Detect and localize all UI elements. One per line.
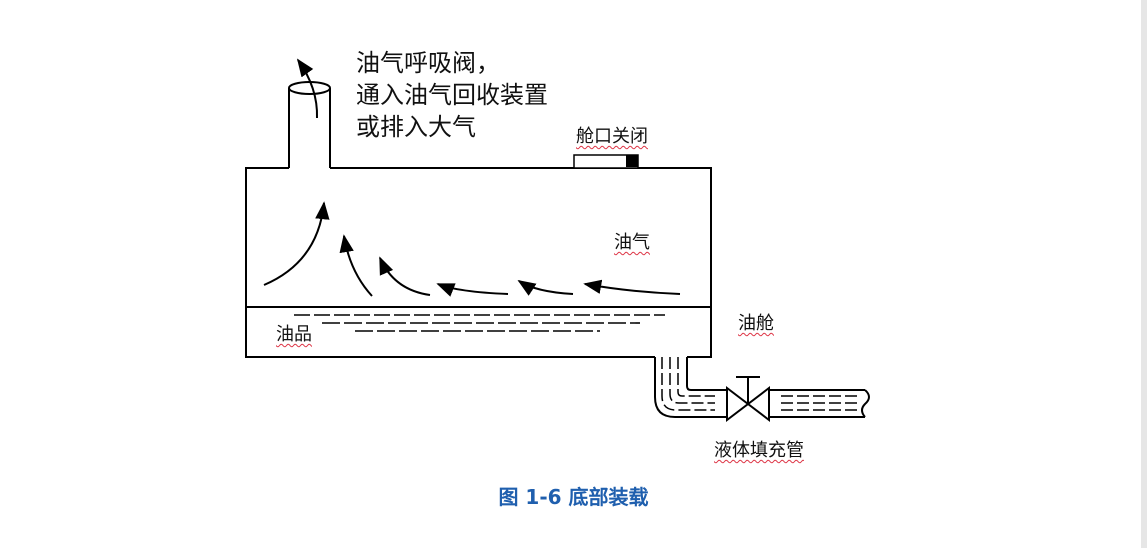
hatch xyxy=(573,154,639,169)
vent-pipe xyxy=(288,58,331,168)
valve xyxy=(726,376,770,423)
hatch-closed-label: 舱口关闭 xyxy=(576,126,648,147)
fill-pipe xyxy=(654,357,870,418)
figure-caption: 图 1-6 底部装载 xyxy=(498,485,649,509)
vent-note-line-3: 或排入大气 xyxy=(356,113,476,141)
tank-label: 油舱 xyxy=(738,313,774,334)
fill-pipe-label: 液体填充管 xyxy=(714,440,804,461)
page-edge xyxy=(1141,0,1147,548)
vent-note-line-2: 通入油气回收装置 xyxy=(356,81,548,109)
vapor-label: 油气 xyxy=(614,232,650,253)
vent-note-line-1: 油气呼吸阀， xyxy=(356,49,500,77)
liquid-lines xyxy=(294,314,665,332)
vapor-flow-arrows xyxy=(263,201,681,297)
oil-product-label: 油品 xyxy=(276,324,312,345)
tank xyxy=(245,167,712,358)
